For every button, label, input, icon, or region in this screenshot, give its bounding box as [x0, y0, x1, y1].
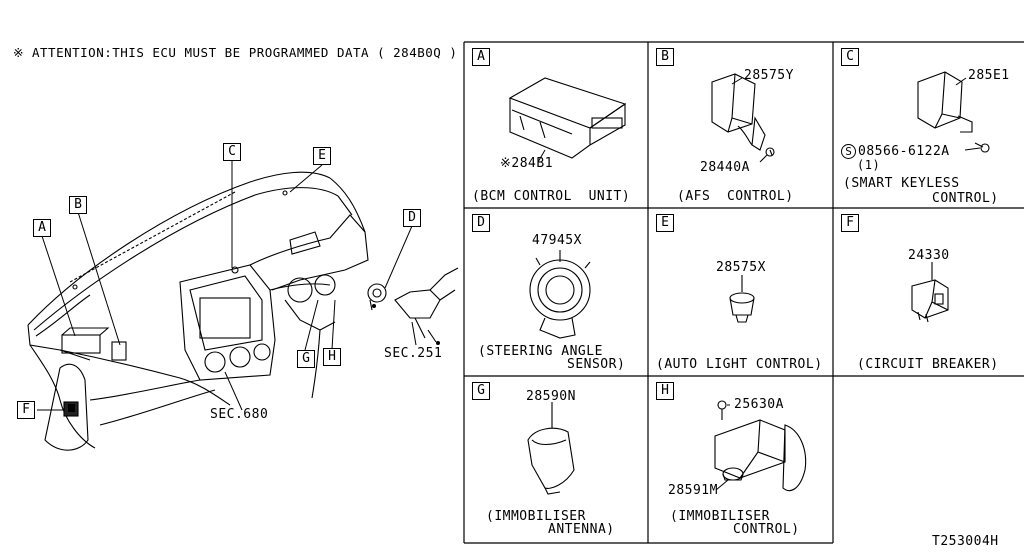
callout-a: A [33, 219, 51, 237]
auto-light-sensor-drawing [729, 275, 755, 323]
panel-d-caption-line1: (STEERING ANGLE [478, 344, 603, 359]
part-number: 25630A [734, 397, 784, 412]
part-number: 28591M [668, 483, 718, 498]
panel-d-letter: D [472, 214, 490, 232]
panel-f-caption: (CIRCUIT BREAKER) [857, 357, 999, 372]
panel-e-letter: E [656, 214, 674, 232]
callout-f: F [17, 401, 35, 419]
smart-keyless-unit-drawing [917, 71, 990, 153]
immobiliser-antenna-drawing [527, 402, 575, 495]
panel-c-letter: C [841, 48, 859, 66]
part-number: 08566-6122A [858, 144, 950, 159]
steering-angle-sensor-drawing [529, 250, 591, 339]
panel-c-caption-line1: (SMART KEYLESS [843, 176, 960, 191]
callout-d: D [403, 209, 421, 227]
figure-id: T253004H [932, 534, 999, 549]
panel-b-letter: B [656, 48, 674, 66]
part-quantity: (1) [857, 158, 881, 172]
afs-unit-drawing [711, 73, 775, 157]
part-number: 28440A [700, 160, 750, 175]
circuit-breaker-drawing [911, 262, 949, 323]
panel-e-caption: (AUTO LIGHT CONTROL) [656, 357, 823, 372]
panel-h-caption-line1: (IMMOBILISER [670, 509, 770, 524]
panel-d-caption-line2: SENSOR) [567, 357, 626, 372]
panel-g-caption-line1: (IMMOBILISER [486, 509, 586, 524]
callout-h: H [323, 348, 341, 366]
callout-e: E [313, 147, 331, 165]
panel-a-letter: A [472, 48, 490, 66]
callout-g: G [297, 350, 315, 368]
panel-g-letter: G [472, 382, 490, 400]
immobiliser-control-drawing [714, 400, 807, 492]
panel-a-caption: (BCM CONTROL UNIT) [472, 189, 631, 204]
part-number: ※284B1 [500, 156, 554, 171]
part-number: 285E1 [968, 68, 1010, 83]
panel-f-letter: F [841, 214, 859, 232]
panel-h-caption-line2: CONTROL) [733, 522, 800, 537]
panel-g-caption-line2: ANTENNA) [548, 522, 615, 537]
panel-b-caption: (AFS CONTROL) [677, 189, 794, 204]
attention-note: ※ ATTENTION:THIS ECU MUST BE PROGRAMMED … [13, 45, 458, 60]
part-number: 28575X [716, 260, 766, 275]
part-number: 47945X [532, 233, 582, 248]
dashboard-illustration [27, 171, 459, 451]
callout-b: B [69, 196, 87, 214]
callout-c: C [223, 143, 241, 161]
panel-c-caption-line2: CONTROL) [932, 191, 999, 206]
part-number: 24330 [908, 248, 950, 263]
section-ref-680: SEC.680 [210, 407, 269, 422]
bcm-unit-drawing [508, 77, 627, 159]
bolt-symbol-icon: S [841, 144, 856, 159]
part-number: 28590N [526, 389, 576, 404]
panel-h-letter: H [656, 382, 674, 400]
part-number: 28575Y [744, 68, 794, 83]
section-ref-251: SEC.251 [384, 346, 443, 361]
